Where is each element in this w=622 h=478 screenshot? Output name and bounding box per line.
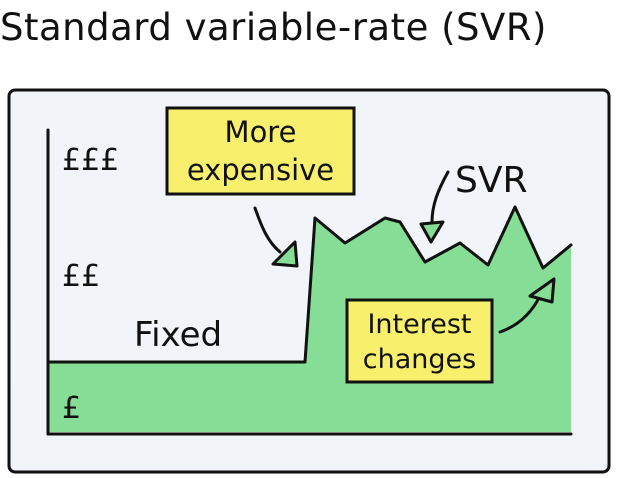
interest-changes-callout <box>345 298 494 384</box>
more-expensive-line2: expensive <box>187 153 334 187</box>
diagram-title: Standard variable-rate (SVR) <box>0 6 547 49</box>
interest-changes-line1: Interest <box>367 309 471 340</box>
svr-label: SVR <box>455 160 528 201</box>
y-level-low: £ <box>62 391 81 426</box>
more-expensive-arrow <box>253 206 282 254</box>
fixed-label: Fixed <box>134 315 222 355</box>
interest-changes-arrowhead <box>528 277 556 304</box>
interest-changes-line2: changes <box>363 344 476 375</box>
more-expensive-line1: More <box>225 115 297 149</box>
y-level-mid: ££ <box>62 259 100 294</box>
rate-line <box>46 205 573 364</box>
more-expensive-arrowhead <box>271 240 299 268</box>
svr-arrow <box>430 170 450 224</box>
y-level-high: £££ <box>62 143 119 178</box>
interest-changes-arrow <box>498 294 542 334</box>
more-expensive-callout <box>165 106 356 196</box>
svr-arrowhead <box>419 220 445 244</box>
